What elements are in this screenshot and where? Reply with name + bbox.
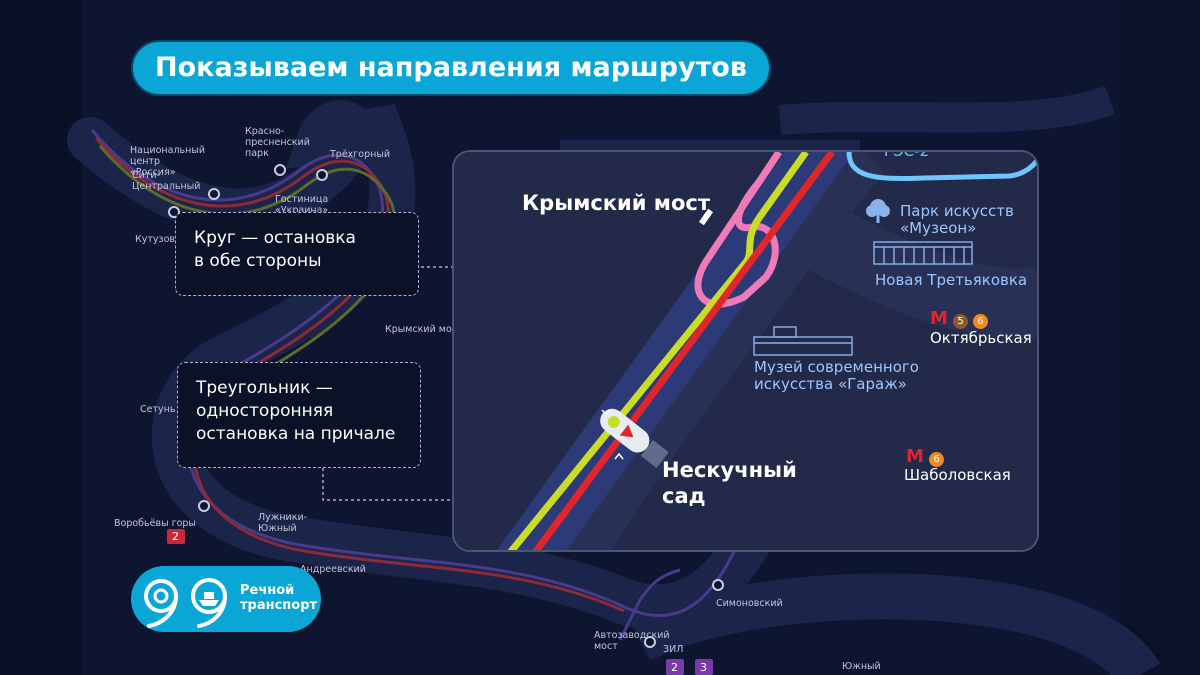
circle-stop-callout: Круг — остановка в обе стороны xyxy=(175,212,419,296)
brand-logo xyxy=(144,578,227,628)
map-station-label: Трёхгорный xyxy=(330,149,391,160)
map-station-label: Сити-Центральный xyxy=(132,170,201,192)
garage-museum-label: Музей современного xyxy=(754,358,919,376)
river-transport-badge xyxy=(131,566,321,632)
building-icon xyxy=(873,241,973,265)
map-station-label: Крымский мост xyxy=(385,324,463,335)
metro-icon: M xyxy=(906,446,924,467)
shabolovskaya-metro: M 6 xyxy=(906,446,945,467)
crimean-bridge-label: Крымский мост xyxy=(522,191,711,215)
map-station-label: Кутузовский xyxy=(135,234,199,245)
map-station-label: Национальный центр «Россия» xyxy=(130,145,206,178)
route-number-badge: 2 xyxy=(172,530,179,543)
map-station-label: Андреевский xyxy=(300,564,366,575)
metro-line-badge: 6 xyxy=(973,314,989,329)
route-number-badge: 2 xyxy=(671,661,678,674)
park-label: Парк искусств xyxy=(900,202,1014,220)
callout-text: Треугольник — xyxy=(196,378,333,398)
river-transport-line: транспорт xyxy=(240,598,318,613)
callout-text: Круг — остановка xyxy=(194,228,356,248)
oktyabrskaya-label: Октябрьская xyxy=(930,329,1032,347)
metro-line-badge: 6 xyxy=(929,452,945,467)
neskuchny-garden-label: Нескучный xyxy=(662,458,797,482)
inset-map: Крымский мост Нескучный сад Парк искусст… xyxy=(452,150,1039,552)
inset-map-drawing xyxy=(454,152,1037,550)
map-station-label: Воробьёвы горы xyxy=(114,518,196,529)
callout-text: односторонняя xyxy=(196,401,334,421)
callout-text: в обе стороны xyxy=(194,251,322,271)
river-transport-line: Речной xyxy=(240,583,295,598)
map-station-label: Гостиница «Украина» xyxy=(275,194,329,216)
map-station-label: Южный xyxy=(842,661,881,672)
metro-icon: M xyxy=(930,308,948,329)
building-icon xyxy=(753,326,853,356)
garage-museum-label: искусства «Гараж» xyxy=(754,375,907,393)
map-station-label: Сетунь xyxy=(140,404,176,415)
neskuchny-garden-label: сад xyxy=(662,484,706,508)
map-station-label: Симоновский xyxy=(716,598,783,609)
river-transport-label: Речной транспорт xyxy=(240,583,317,613)
tretyakovka-label: Новая Третьяковка xyxy=(875,271,1028,289)
map-station-label: Красно-пресненский парк xyxy=(245,126,310,159)
triangle-stop-callout: Треугольник — односторонняя остановка на… xyxy=(177,362,421,468)
callout-text: остановка на причале xyxy=(196,424,396,444)
map-station-label: Лужники-Южный xyxy=(258,512,308,534)
tree-icon xyxy=(866,199,890,223)
route-number-badge: 3 xyxy=(700,661,707,674)
oktyabrskaya-metro: M 5 6 xyxy=(930,308,989,329)
shabolovskaya-label: Шаболовская xyxy=(904,466,1011,484)
park-label: «Музеон» xyxy=(900,219,977,237)
ges2-label: ГЭС-2 xyxy=(884,150,930,160)
page-title: Показываем направления маршрутов xyxy=(133,42,769,94)
metro-line-badge: 5 xyxy=(953,314,969,329)
map-station-label: Автозаводский мост xyxy=(594,630,670,652)
map-station-label: ЗИЛ xyxy=(663,644,684,655)
